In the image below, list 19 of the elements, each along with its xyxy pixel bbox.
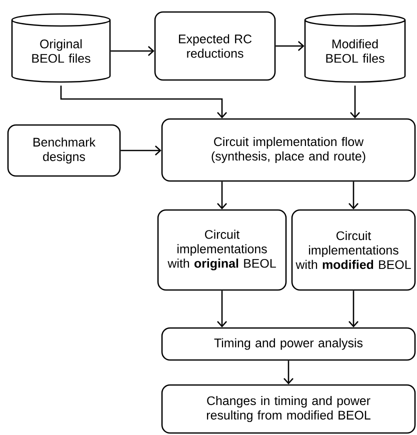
arrow	[348, 182, 358, 210]
process-box: Changes in timing and power resulting from modified BEOL	[161, 384, 416, 434]
arrow	[350, 86, 360, 118]
arrow	[110, 46, 154, 56]
cylinder: Original BEOL files	[11, 13, 111, 83]
process-box: Circuit implementations with original BEOL	[157, 209, 287, 291]
process-box: Expected RC reductions	[154, 11, 276, 81]
arrow	[60, 86, 227, 118]
arrow	[284, 360, 294, 384]
arrow	[276, 41, 304, 51]
arrow	[217, 290, 227, 328]
cylinder: Modified BEOL files	[304, 13, 406, 83]
process-box: Circuit implementation flow (synthesis, place and route)	[161, 118, 416, 182]
process-box: Benchmark designs	[7, 124, 121, 177]
arrow	[348, 290, 358, 328]
arrow	[120, 146, 162, 156]
process-box: Timing and power analysis	[161, 327, 416, 361]
process-box: Circuit implementations with modified BEOL	[291, 209, 416, 291]
arrow	[217, 182, 227, 210]
